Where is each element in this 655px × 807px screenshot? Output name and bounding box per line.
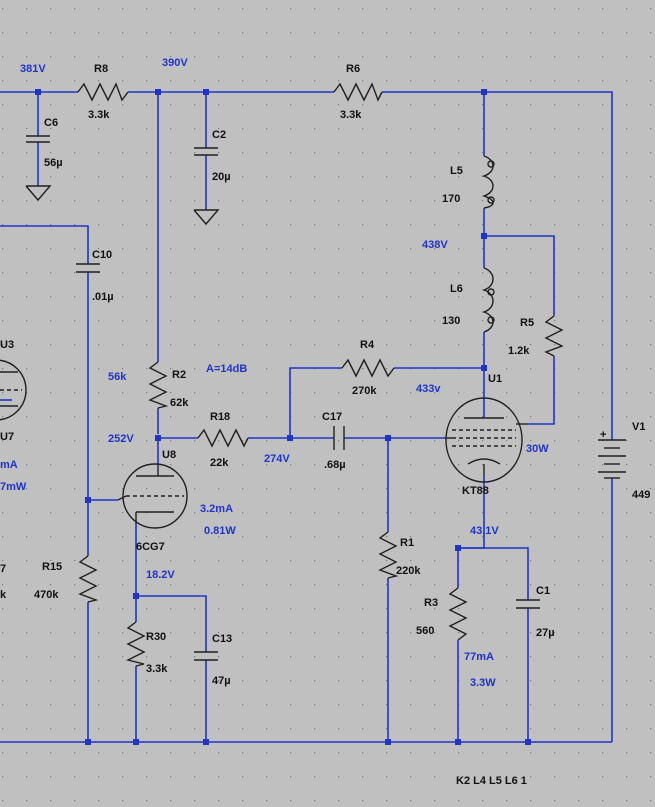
r2-value: 62k xyxy=(170,397,189,409)
voltage-438: 438V xyxy=(422,239,448,251)
voltage-390: 390V xyxy=(162,57,188,69)
resistor-r15 xyxy=(78,555,99,603)
r15-value: 470k xyxy=(34,589,59,601)
u3-name: U3 xyxy=(0,339,14,351)
annotations: 381V 390V 438V 433v 56k A=14dB 252V 274V… xyxy=(0,57,549,689)
capacitor-c13 xyxy=(194,651,218,661)
u1-current: 77mA xyxy=(464,651,494,663)
r30-name: R30 xyxy=(146,631,166,643)
resistance-56k: 56k xyxy=(108,371,127,383)
component-labels: R8 3.3k R6 3.3k C6 56µ C2 20µ L5 170 L6 … xyxy=(0,63,650,787)
u8-current: 3.2mA xyxy=(200,503,233,515)
c6-value: 56µ xyxy=(44,157,63,169)
left-power: 7mW xyxy=(0,481,27,493)
left-fragment-k: k xyxy=(0,589,7,601)
capacitor-c2 xyxy=(194,147,218,156)
c10-value: .01µ xyxy=(92,291,114,303)
battery-plus-sign: + xyxy=(600,429,606,441)
r30-value: 3.3k xyxy=(146,663,168,675)
resistor-r18 xyxy=(197,428,249,448)
voltage-18: 18.2V xyxy=(146,569,175,581)
junctions xyxy=(35,89,531,745)
voltage-252: 252V xyxy=(108,433,134,445)
capacitor-c1 xyxy=(516,599,540,609)
u1-value: KT88 xyxy=(462,485,489,497)
r1-value: 220k xyxy=(396,565,421,577)
inductor-l6 xyxy=(481,267,495,333)
l5-value: 170 xyxy=(442,193,460,205)
u7-name: U7 xyxy=(0,431,14,443)
ground-symbol-c2 xyxy=(193,209,220,226)
u8-value: 6CG7 xyxy=(136,541,165,553)
c13-name: C13 xyxy=(212,633,232,645)
resistor-r3 xyxy=(448,587,468,641)
c17-name: C17 xyxy=(322,411,342,423)
voltage-274: 274V xyxy=(264,453,290,465)
resistor-r30 xyxy=(125,621,146,667)
u8-power: 0.81W xyxy=(204,525,236,537)
r2-name: R2 xyxy=(172,369,186,381)
c2-name: C2 xyxy=(212,129,226,141)
c13-value: 47µ xyxy=(212,675,231,687)
resistor-r5 xyxy=(544,315,564,357)
r6-name: R6 xyxy=(346,63,360,75)
voltage-43: 43.1V xyxy=(470,525,499,537)
capacitor-c10 xyxy=(76,263,100,273)
l6-name: L6 xyxy=(450,283,463,295)
r3-name: R3 xyxy=(424,597,438,609)
r3-value: 560 xyxy=(416,625,434,637)
u1-power: 3.3W xyxy=(470,677,496,689)
r18-name: R18 xyxy=(210,411,230,423)
power-30w: 30W xyxy=(526,443,549,455)
resistor-r1 xyxy=(378,531,399,579)
resistor-r6 xyxy=(333,82,383,102)
l5-name: L5 xyxy=(450,165,463,177)
r5-name: R5 xyxy=(520,317,534,329)
r8-value: 3.3k xyxy=(88,109,110,121)
left-current: mA xyxy=(0,459,18,471)
capacitor-c6 xyxy=(26,135,50,143)
r6-value: 3.3k xyxy=(340,109,362,121)
resistor-r2 xyxy=(148,361,169,409)
v1-name: V1 xyxy=(632,421,645,433)
voltage-433: 433v xyxy=(416,383,441,395)
v1-value: 449 xyxy=(632,489,650,501)
c10-name: C10 xyxy=(92,249,112,261)
l6-value: 130 xyxy=(442,315,460,327)
r4-value: 270k xyxy=(352,385,377,397)
inductor-l5 xyxy=(481,155,495,209)
wires xyxy=(0,91,613,743)
r1-name: R1 xyxy=(400,537,414,549)
r18-value: 22k xyxy=(210,457,229,469)
r5-value: 1.2k xyxy=(508,345,530,357)
ground-symbol-c6 xyxy=(25,185,52,202)
resistor-r4 xyxy=(341,358,395,378)
r4-name: R4 xyxy=(360,339,375,351)
r8-name: R8 xyxy=(94,63,108,75)
r15-name: R15 xyxy=(42,561,62,573)
left-fragment-7: 7 xyxy=(0,563,6,575)
c1-value: 27µ xyxy=(536,627,555,639)
c6-name: C6 xyxy=(44,117,58,129)
u1-name: U1 xyxy=(488,373,502,385)
grid-dots xyxy=(2,8,652,802)
c17-value: .68µ xyxy=(324,459,346,471)
capacitor-c17 xyxy=(333,426,345,450)
tube-u8 xyxy=(117,463,188,529)
c1-name: C1 xyxy=(536,585,550,597)
voltage-381: 381V xyxy=(20,63,46,75)
spice-directive: K2 L4 L5 L6 1 xyxy=(456,775,527,787)
tube-u1 xyxy=(445,397,528,483)
u8-name: U8 xyxy=(162,449,176,461)
resistor-r8 xyxy=(77,82,129,102)
tube-u3-partial xyxy=(0,359,27,421)
c2-value: 20µ xyxy=(212,171,231,183)
gain-label: A=14dB xyxy=(206,363,247,375)
battery-v1 xyxy=(598,439,626,479)
